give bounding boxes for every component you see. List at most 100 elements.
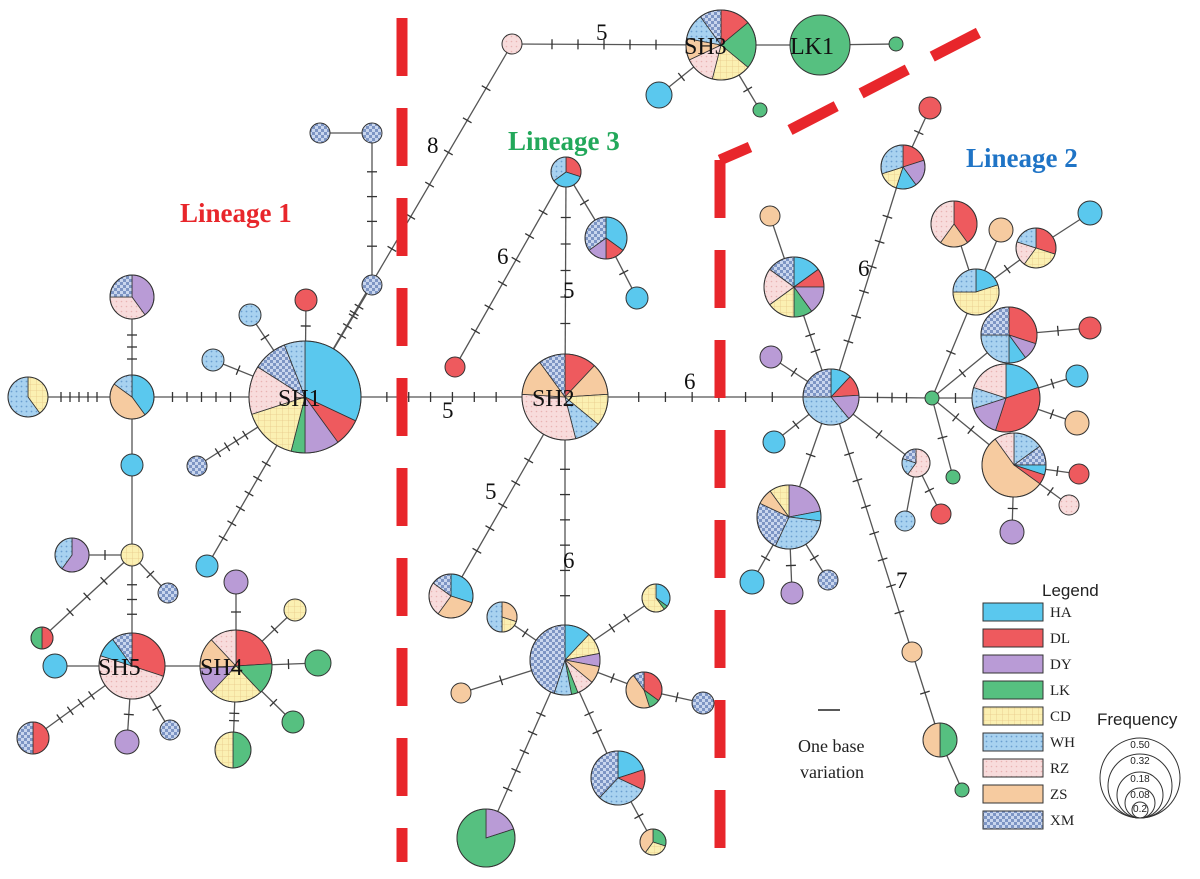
node-outline	[685, 9, 757, 81]
network-edge	[830, 396, 913, 653]
haplotype-node	[763, 256, 825, 318]
mutation-tick	[844, 451, 855, 457]
haplotype-node	[901, 448, 931, 478]
legend-item-ha: HA	[982, 602, 1072, 622]
node-segment	[1078, 316, 1102, 340]
node-outline	[16, 721, 50, 755]
mutation-tick	[83, 592, 91, 601]
legend-label: DL	[1050, 631, 1070, 647]
frequency-value: 0.50	[1130, 740, 1150, 751]
node-segment	[1077, 200, 1103, 226]
node-segment	[918, 96, 942, 120]
node-segment	[30, 626, 43, 650]
haplotype-node	[186, 455, 208, 477]
haplotype-node	[952, 268, 1000, 316]
mutation-tick	[619, 269, 629, 276]
mutation-tick	[481, 85, 491, 92]
mutation-tick	[152, 704, 162, 711]
haplotype-node	[1065, 364, 1089, 388]
node-outline	[1015, 227, 1057, 269]
mutation-tick	[860, 504, 871, 509]
node-outline	[952, 268, 1000, 316]
node-segment	[999, 519, 1025, 545]
mutation-tick	[882, 214, 893, 219]
network-nodes	[7, 9, 1103, 868]
node-segment	[817, 569, 839, 591]
haplotype-node	[584, 216, 628, 260]
mutation-tick	[874, 239, 885, 244]
node-outline	[98, 632, 166, 700]
legend-swatch	[982, 758, 1044, 778]
node-segment	[186, 455, 208, 477]
node-outline	[54, 537, 90, 573]
lineage-3-label: Lineage 3	[508, 126, 620, 156]
node-outline	[901, 448, 931, 478]
haplotype-node	[309, 122, 331, 144]
mutation-tick	[406, 213, 416, 220]
mutation-count: 8	[427, 133, 439, 158]
node-outline	[30, 626, 54, 650]
haplotype-node	[739, 569, 765, 595]
mutation-tick	[472, 547, 482, 554]
node-outline	[214, 731, 252, 769]
mutation-tick	[967, 425, 975, 435]
node-segment	[1068, 463, 1090, 485]
haplotype-node	[450, 682, 472, 704]
mutation-tick	[214, 448, 222, 458]
lineage-dividers	[396, 18, 983, 862]
mutation-tick	[521, 628, 529, 638]
haplotype-node	[42, 653, 68, 679]
mutation-tick	[608, 623, 616, 633]
node-segment	[752, 102, 768, 118]
node-segment	[195, 554, 219, 578]
node-segment	[157, 582, 179, 604]
mutation-tick	[100, 576, 108, 585]
legend-label: DY	[1050, 657, 1072, 673]
mutation-tick	[886, 583, 896, 589]
haplotype-node	[639, 828, 667, 856]
haplotype-node	[114, 729, 140, 755]
frequency-value: 0.2	[1133, 804, 1147, 815]
node-outline	[981, 432, 1047, 498]
frequency-scale: 0.500.320.180.080.2	[1099, 737, 1181, 819]
haplotype-node	[201, 348, 225, 372]
mutation-tick	[66, 706, 74, 716]
legend-label: ZS	[1050, 787, 1068, 803]
mutation-count: 7	[896, 568, 908, 593]
mutation-tick	[809, 554, 819, 562]
haplotype-node	[759, 205, 781, 227]
frequency-value: 0.08	[1130, 790, 1150, 801]
haplotype-label-sh1: SH1	[278, 386, 321, 412]
node-segment	[901, 641, 923, 663]
mutation-tick	[66, 608, 74, 617]
node-outline	[456, 808, 516, 868]
mutation-tick	[924, 487, 935, 494]
mutation-tick	[519, 749, 530, 755]
mutation-tick	[623, 613, 630, 623]
haplotype-label-sh4: SH4	[200, 655, 243, 681]
legend-swatch	[982, 784, 1044, 804]
node-outline	[521, 353, 609, 441]
mutation-tick	[235, 365, 241, 375]
haplotype-node	[894, 510, 916, 532]
haplotype-node	[930, 503, 952, 525]
mutation-tick	[470, 328, 481, 335]
mutation-tick	[56, 714, 64, 723]
node-segment	[759, 205, 781, 227]
mutation-tick	[958, 368, 967, 378]
mutation-count: 6	[858, 256, 870, 281]
mutation-tick	[952, 413, 960, 422]
node-segment	[486, 601, 503, 633]
node-segment	[888, 36, 904, 52]
mutation-tick	[269, 698, 278, 707]
mutation-tick	[123, 713, 134, 716]
node-segment	[894, 510, 916, 532]
node-segment	[159, 719, 181, 741]
haplotype-node	[752, 102, 768, 118]
haplotype-node	[802, 368, 860, 426]
mutation-count: 6	[563, 548, 575, 573]
node-segment	[232, 731, 252, 769]
node-outline	[550, 156, 582, 188]
mutation-tick	[869, 530, 880, 536]
node-segment	[16, 721, 34, 755]
